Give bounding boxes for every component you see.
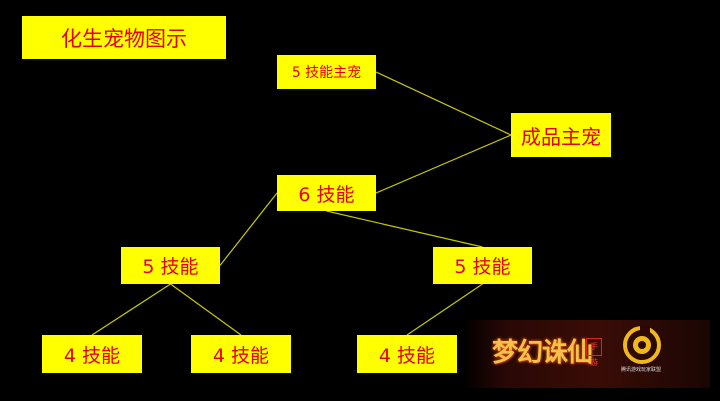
publisher-caption: 腾讯游戏玩家联盟 (620, 367, 661, 373)
connector-five_skill_left-to-six_skill (219, 192, 278, 266)
tencent-games-emblem-icon (623, 326, 661, 364)
connector-five_skill_main_pet-to-finished_main_pet (375, 71, 512, 136)
brand-banner: 梦幻诛仙 手游 腾讯游戏玩家联盟 (462, 320, 710, 388)
node-five-skill-main-pet: 5 技能主宠 (277, 55, 376, 89)
node-five-skill-right: 5 技能 (433, 247, 532, 284)
logo-seal: 手游 (586, 338, 602, 367)
node-four-skill-3: 4 技能 (357, 335, 457, 373)
connector-four_skill_2-to-five_skill_left (170, 283, 242, 336)
node-six-skill: 6 技能 (277, 175, 376, 211)
connector-five_skill_right-to-six_skill (326, 210, 483, 248)
connector-four_skill_1-to-five_skill_left (91, 283, 171, 336)
node-five-skill-left: 5 技能 (121, 247, 220, 284)
game-logo: 梦幻诛仙 (492, 338, 593, 368)
node-four-skill-2: 4 技能 (191, 335, 291, 373)
node-finished-main-pet: 成品主宠 (511, 113, 611, 157)
connector-four_skill_3-to-five_skill_right (406, 283, 483, 336)
diagram-title: 化生宠物图示 (22, 16, 226, 59)
connector-six_skill-to-finished_main_pet (375, 134, 512, 194)
node-four-skill-1: 4 技能 (42, 335, 142, 373)
